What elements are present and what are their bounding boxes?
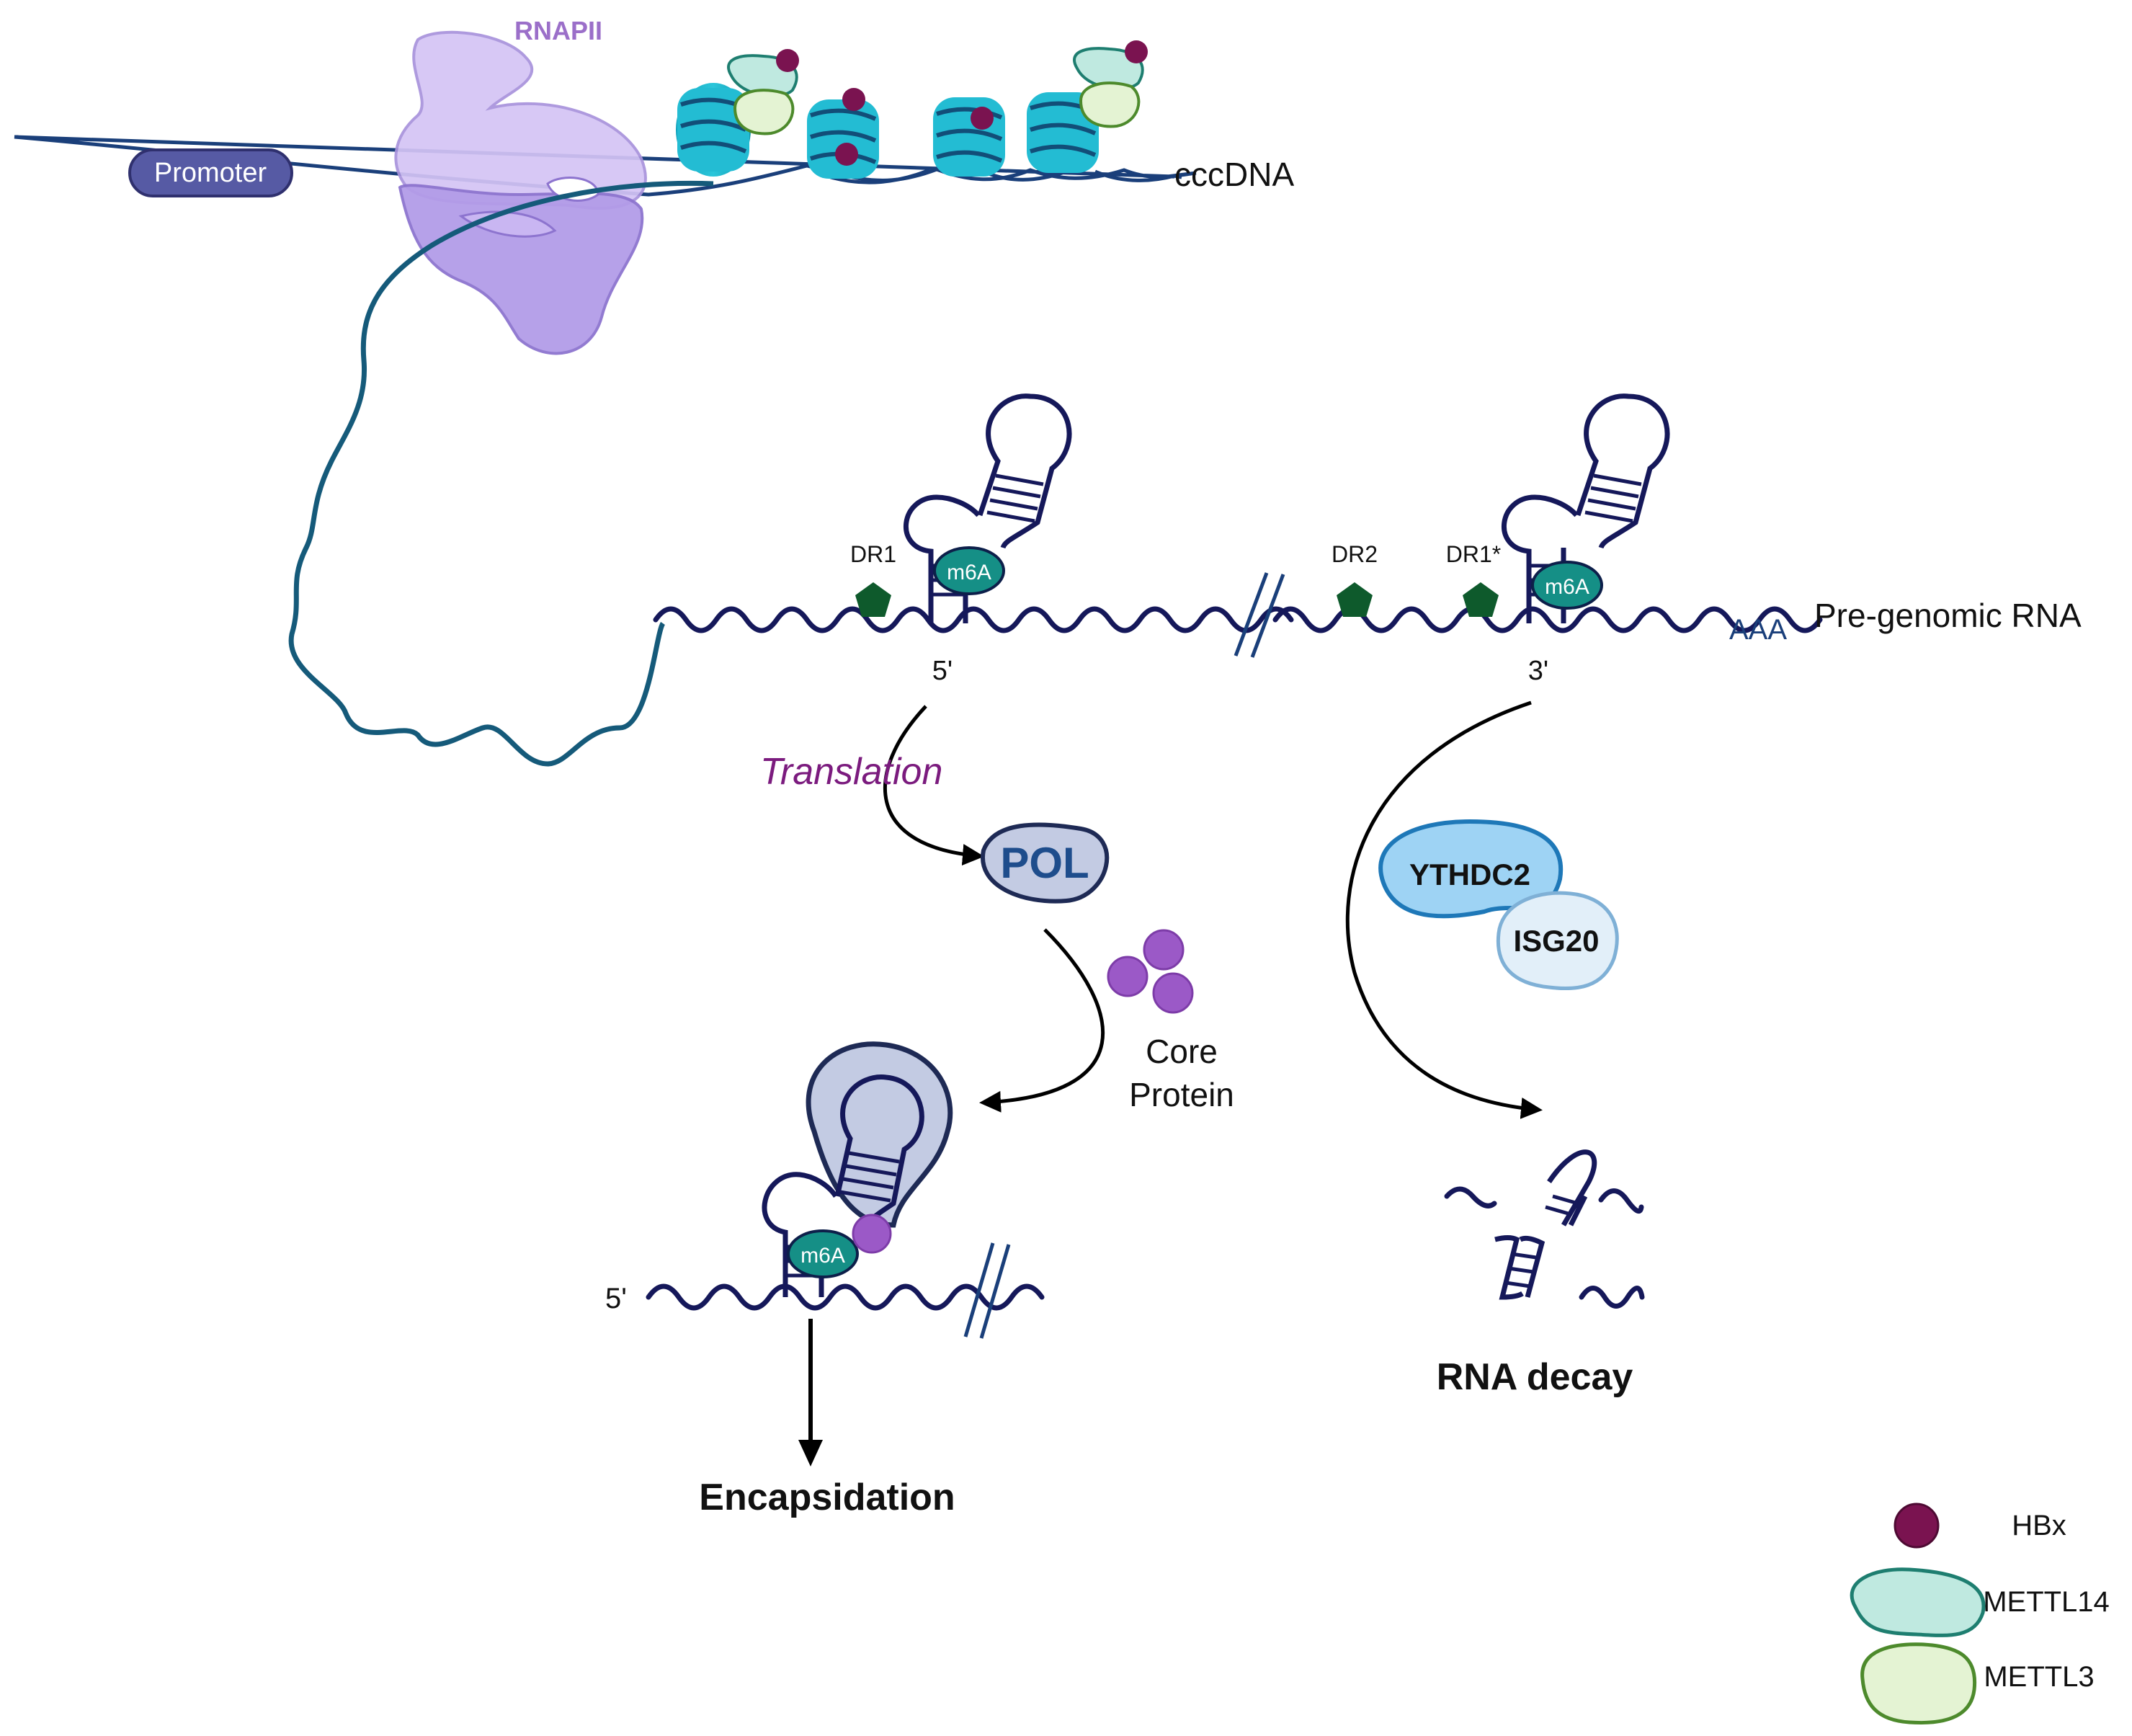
cccdna-strand: [14, 135, 1197, 197]
cccdna-label: cccDNA: [1174, 156, 1294, 193]
hbx-dot: [835, 143, 858, 166]
m6a-mark: m6A: [933, 546, 1005, 595]
translation-arrow: [883, 705, 984, 865]
rnapii: [394, 30, 647, 355]
promoter-box: Promoter: [128, 148, 293, 197]
m6a-mark: m6A: [1531, 561, 1603, 610]
legend: HBx METTL14 METTL3: [1850, 1503, 2110, 1725]
pol-protein: POL: [980, 822, 1110, 904]
rna-fragments: [1444, 1149, 1645, 1309]
hbx-dot: [971, 107, 994, 130]
encapsidation-rna: [646, 1283, 1045, 1311]
isg20-label: ISG20: [1513, 924, 1599, 958]
encaps-five-prime-label: 5': [605, 1283, 627, 1314]
dr1star-label: DR1*: [1446, 541, 1501, 567]
translation-label: Translation: [760, 751, 942, 793]
pgrna-label: Pre-genomic RNA: [1814, 597, 2082, 634]
protein-label: Protein: [1129, 1076, 1234, 1113]
five-prime-label: 5': [932, 656, 953, 686]
legend-hbx-label: HBx: [2012, 1510, 2066, 1541]
legend-mettl3-swatch: [1860, 1642, 1977, 1725]
nucleosome: [933, 97, 1005, 177]
m6a-label: m6A: [947, 561, 991, 584]
pol-to-complex-arrow: [979, 928, 1105, 1113]
break-mark: [1234, 572, 1269, 656]
core-protein-dot: [852, 1214, 892, 1254]
dr2-label: DR2: [1332, 541, 1378, 567]
break-mark: [963, 1242, 995, 1337]
pol-label: POL: [1000, 839, 1089, 887]
nucleosome: [807, 99, 879, 179]
core-protein-dot: [1152, 972, 1194, 1014]
legend-hbx-swatch: [1894, 1503, 1940, 1549]
break-mark: [979, 1244, 1011, 1339]
isg20-protein: ISG20: [1496, 891, 1619, 991]
nascent-rna: [288, 181, 714, 767]
dr2-pentagon: [1337, 582, 1373, 617]
m6a-mark: m6A: [787, 1229, 859, 1278]
legend-mettl14-swatch: [1850, 1567, 1986, 1637]
legend-mettl3-label: METTL3: [1984, 1661, 2094, 1693]
core-protein-dot: [1107, 956, 1148, 997]
core-label: Core: [1146, 1033, 1218, 1070]
rna-decay-label: RNA decay: [1437, 1356, 1633, 1398]
m6a-label: m6A: [800, 1244, 845, 1268]
hbx-dot: [842, 88, 865, 111]
pgrna-strand-right: [1272, 606, 1823, 633]
core-protein-dot: [1143, 929, 1185, 971]
hbx-dot: [1125, 40, 1148, 63]
dr1-label: DR1: [850, 541, 896, 567]
ythdc2-label: YTHDC2: [1409, 858, 1530, 891]
dr1star-pentagon: [1463, 582, 1499, 617]
dr1-pentagon: [855, 582, 891, 617]
ythdc2-protein: YTHDC2: [1378, 819, 1564, 919]
promoter-label: Promoter: [154, 158, 267, 188]
break-mark: [1250, 574, 1285, 658]
encapsidation-label: Encapsidation: [699, 1477, 955, 1518]
pgrna-strand-left: [653, 606, 1294, 633]
decay-arrow: [1345, 700, 1543, 1119]
legend-mettl14-label: METTL14: [1983, 1586, 2110, 1618]
m6a-label: m6A: [1545, 575, 1589, 599]
three-prime-label: 3': [1528, 656, 1548, 686]
encapsidation-arrowhead: [798, 1440, 823, 1466]
nucleosome: [1027, 92, 1099, 173]
rnapii-label: RNAPII: [514, 16, 602, 45]
polya-label: AAA: [1729, 614, 1787, 646]
hbx-dot: [776, 49, 799, 72]
